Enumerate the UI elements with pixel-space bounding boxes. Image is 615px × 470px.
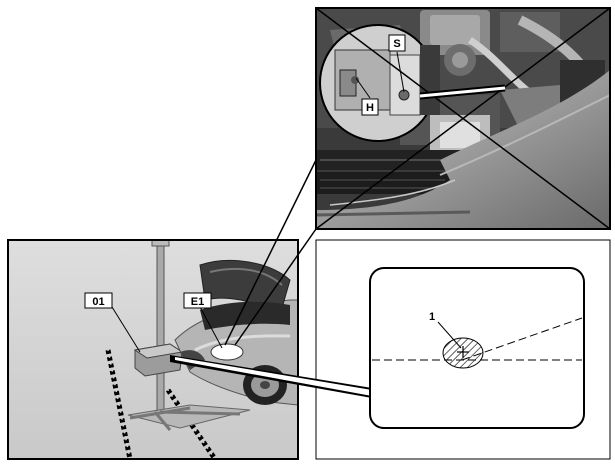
vehicle-setup-frame bbox=[7, 239, 299, 460]
svg-text:01: 01 bbox=[92, 296, 104, 308]
engine-bay-panel bbox=[316, 8, 610, 229]
vehicle-setup-panel bbox=[8, 240, 298, 459]
svg-text:S: S bbox=[393, 38, 400, 50]
svg-text:H: H bbox=[366, 102, 374, 114]
zoom-connector-screen bbox=[170, 355, 372, 398]
label-adjust-screw-s: S bbox=[388, 34, 406, 52]
label-headlamp-e1: E1 bbox=[183, 292, 212, 309]
zoom-connector-top bbox=[224, 159, 317, 346]
label-device-01: 01 bbox=[84, 292, 113, 309]
aiming-screen: 1 bbox=[369, 267, 585, 429]
label-mark-1: 1 bbox=[429, 311, 435, 323]
label-adjust-screw-h: H bbox=[361, 98, 379, 116]
svg-text:E1: E1 bbox=[191, 296, 204, 308]
engine-bay-frame bbox=[315, 7, 611, 230]
